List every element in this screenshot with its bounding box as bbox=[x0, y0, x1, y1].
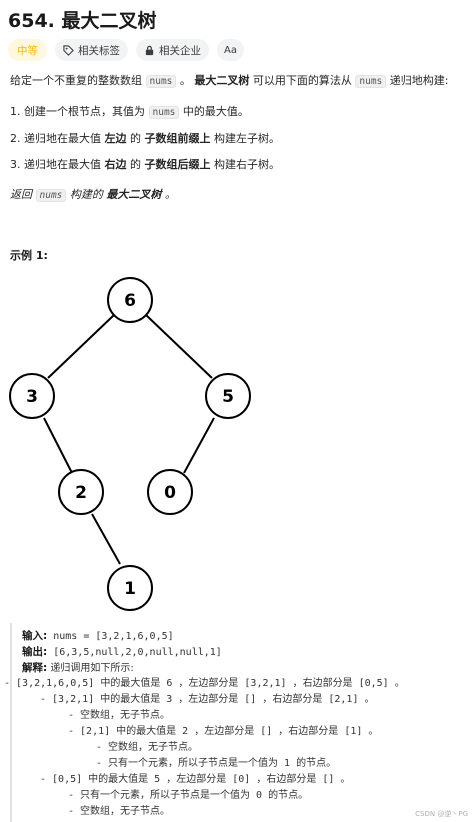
related-tags-label: 相关标签 bbox=[78, 44, 120, 57]
lock-icon bbox=[145, 45, 154, 55]
tag-bar: 中等 相关标签 相关企业 Aa bbox=[8, 38, 244, 62]
related-companies-button[interactable]: 相关企业 bbox=[136, 39, 209, 61]
tree-node-1: 1 bbox=[107, 565, 153, 611]
edge-6-5 bbox=[145, 314, 213, 379]
edge-5-0 bbox=[183, 417, 215, 474]
description-step-2: 2. 递归地在最大值 左边 的 子数组前缀上 构建左子树。 bbox=[10, 132, 280, 145]
tree-node-0: 0 bbox=[147, 469, 193, 515]
description-step-1: 1. 创建一个根节点，其值为 nums 中的最大值。 bbox=[10, 105, 249, 119]
description-intro: 给定一个不重复的整数数组 nums 。 最大二叉树 可以用下面的算法从 nums… bbox=[10, 74, 449, 88]
explain-line: - 只有一个元素，所以子节点是一个值为 0 的节点。 bbox=[68, 790, 309, 801]
explain-line: - [0,5] 中的最大值是 5 ，左边部分是 [0] ，右边部分是 [] 。 bbox=[40, 774, 351, 785]
explain-line: - 空数组，无子节点。 bbox=[68, 806, 171, 817]
tag-icon bbox=[63, 44, 74, 56]
description-step-3: 3. 递归地在最大值 右边 的 子数组后缀上 构建右子树。 bbox=[10, 158, 280, 171]
tree-node-3: 3 bbox=[9, 373, 55, 419]
explain-line: - [2,1] 中的最大值是 2 ，左边部分是 [] ，右边部分是 [1] 。 bbox=[68, 726, 379, 737]
svg-text:5: 5 bbox=[222, 387, 234, 407]
svg-text:2: 2 bbox=[75, 483, 87, 503]
svg-text:1: 1 bbox=[124, 579, 136, 599]
example-output: 输出: [6,3,5,null,2,0,null,null,1] bbox=[22, 646, 222, 658]
explain-line: - 只有一个元素，所以子节点是一个值为 1 的节点。 bbox=[96, 758, 337, 769]
edge-3-2 bbox=[43, 417, 73, 474]
related-companies-label: 相关企业 bbox=[159, 44, 201, 57]
svg-text:0: 0 bbox=[164, 483, 176, 503]
tree-node-2: 2 bbox=[58, 469, 104, 515]
example-block: 输入: nums = [3,2,1,6,0,5] 输出: [6,3,5,null… bbox=[4, 623, 470, 822]
explain-line: - [3,2,1,6,0,5] 中的最大值是 6 ，左边部分是 [3,2,1] … bbox=[4, 678, 405, 689]
binary-tree-diagram: 6 3 5 2 0 1 bbox=[9, 277, 251, 611]
svg-text:6: 6 bbox=[124, 291, 136, 311]
example-explanation: 解释: 递归调用如下所示: bbox=[22, 662, 134, 674]
edge-2-1 bbox=[91, 513, 121, 565]
explain-line: - 空数组，无子节点。 bbox=[96, 742, 199, 753]
example-title: 示例 1: bbox=[10, 249, 48, 262]
explain-line: - [3,2,1] 中的最大值是 3 ，左边部分是 [] ，右边部分是 [2,1… bbox=[40, 694, 375, 705]
difficulty-badge: 中等 bbox=[8, 39, 47, 61]
tree-node-6: 6 bbox=[107, 277, 153, 323]
example-input: 输入: nums = [3,2,1,6,0,5] bbox=[22, 630, 174, 642]
explain-line: - 空数组，无子节点。 bbox=[68, 710, 171, 721]
svg-text:3: 3 bbox=[26, 387, 38, 407]
problem-title: 654. 最大二叉树 bbox=[8, 10, 157, 32]
edge-6-3 bbox=[47, 314, 115, 379]
font-size-button[interactable]: Aa bbox=[217, 39, 244, 61]
related-tags-button[interactable]: 相关标签 bbox=[55, 39, 128, 61]
watermark: CSDN @逆丶PG bbox=[415, 810, 468, 818]
description-return: 返回 nums 构建的 最大二叉树 。 bbox=[10, 188, 176, 202]
tree-node-5: 5 bbox=[205, 373, 251, 419]
